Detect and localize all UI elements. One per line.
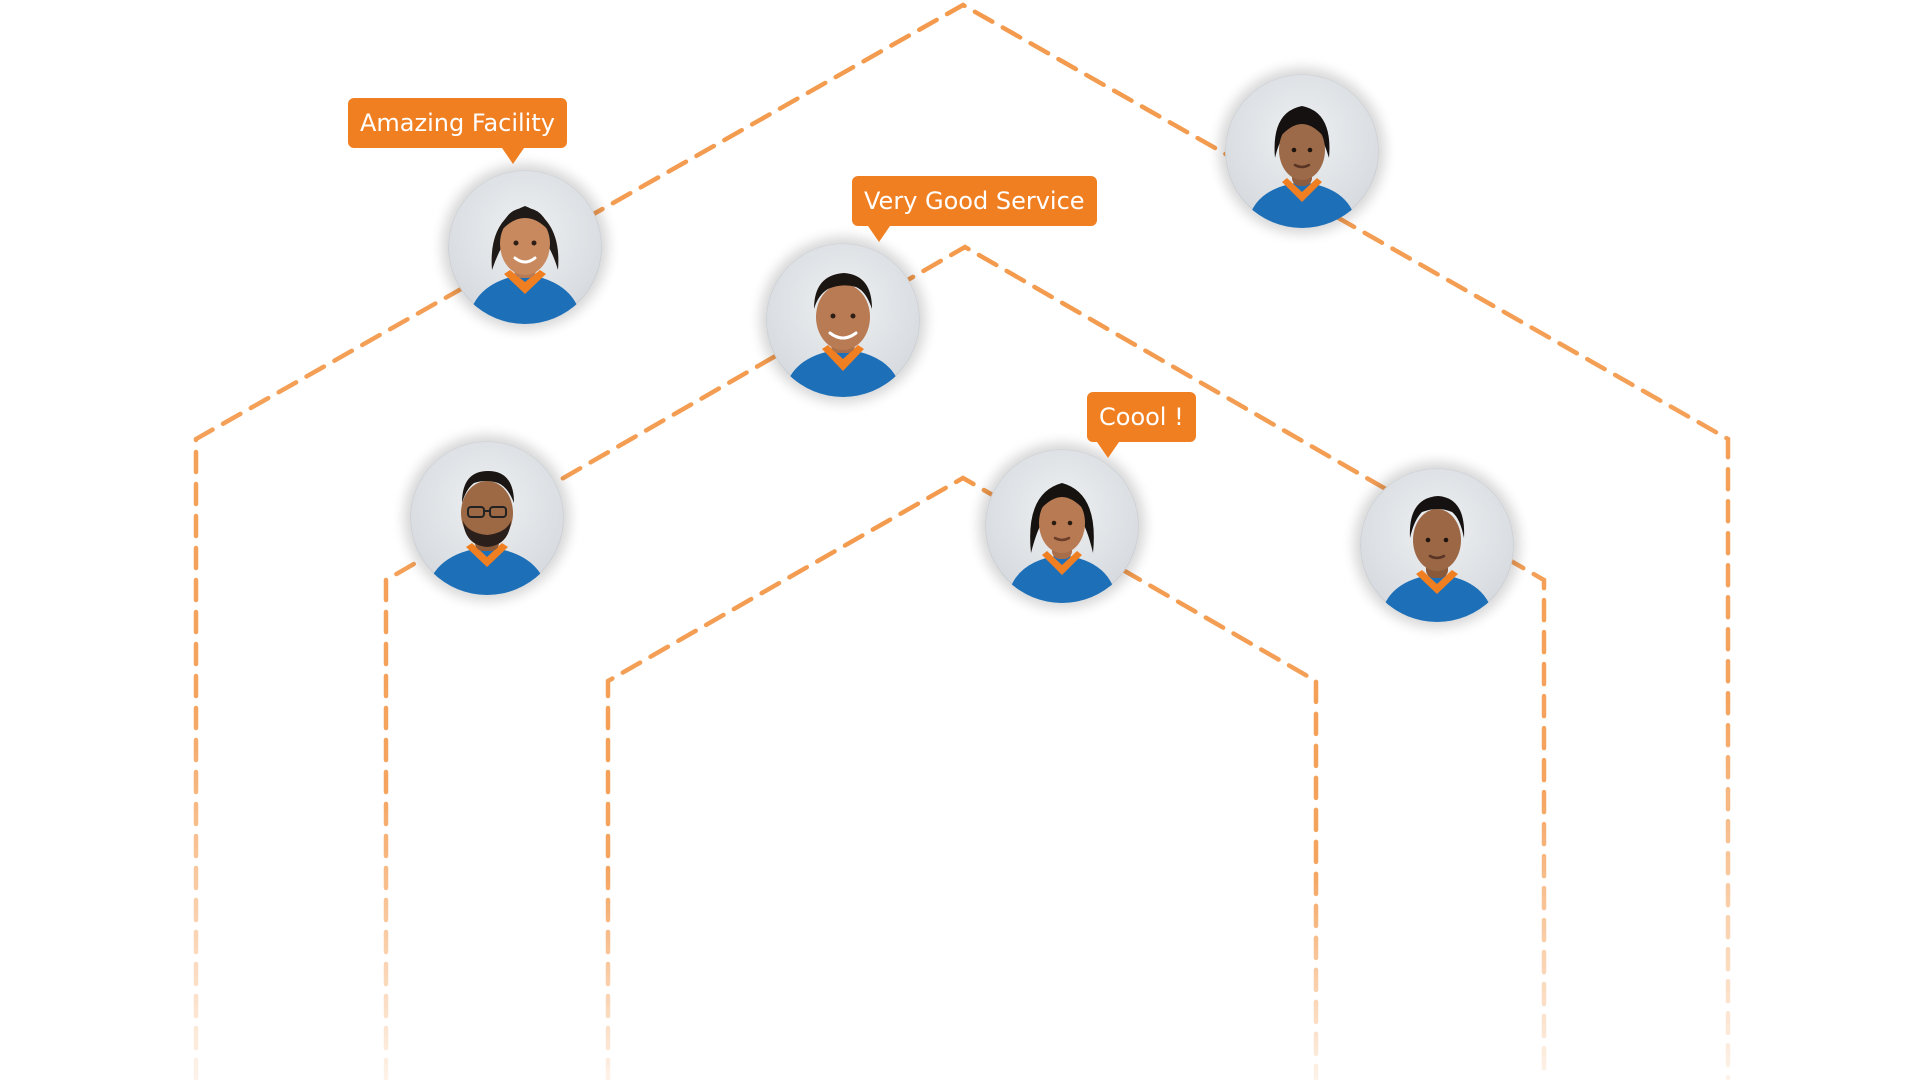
speech-bubble-coool: Coool !	[1087, 392, 1196, 458]
person-avatar-icon	[1360, 468, 1514, 622]
speech-bubble-very-good-service: Very Good Service	[852, 176, 1097, 242]
house-outline-middle	[383, 244, 1547, 1080]
person-avatar-icon	[985, 449, 1139, 603]
house-outline-inner	[605, 475, 1319, 1080]
person-avatar-icon	[410, 441, 564, 595]
house-outline-outer	[193, 2, 1731, 1080]
person-avatar-icon	[448, 170, 602, 324]
person-avatar-icon	[766, 243, 920, 397]
speech-bubble-amazing-facility: Amazing Facility	[348, 98, 567, 164]
person-avatar-icon	[1225, 74, 1379, 228]
